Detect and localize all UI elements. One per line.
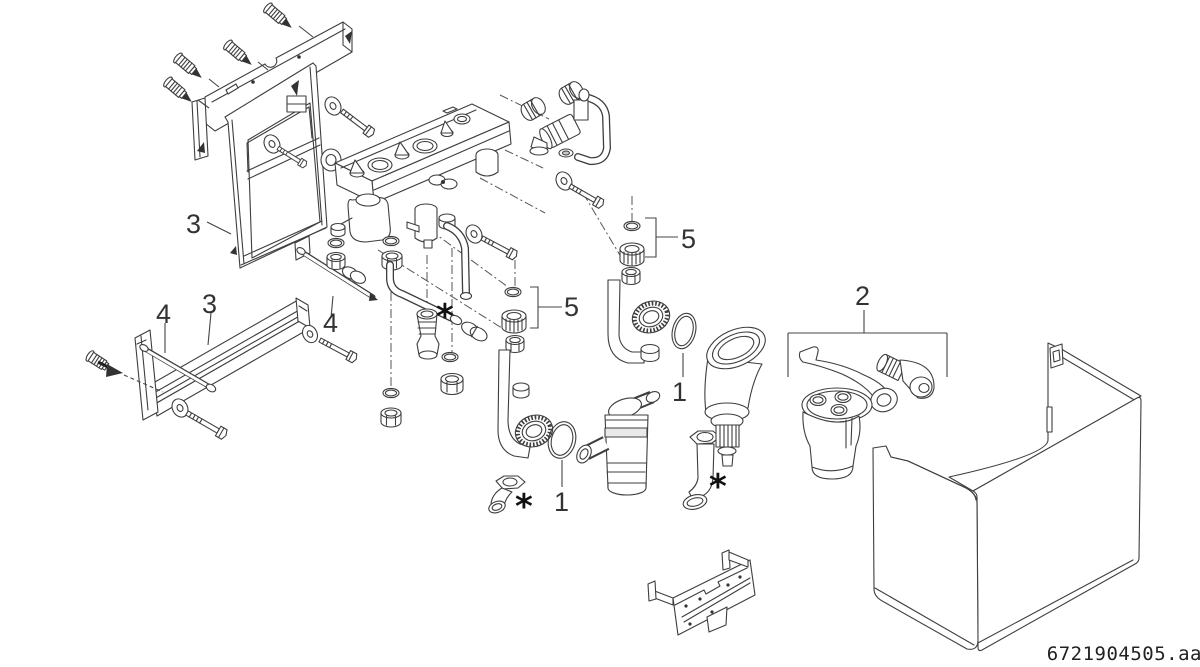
callout-2-group: 2	[855, 281, 871, 311]
union-nut-pair	[520, 97, 546, 121]
siphon-pipe-right	[607, 279, 671, 364]
callout-4-right: 4	[323, 308, 339, 338]
bolt	[568, 183, 605, 209]
cover-shell	[872, 342, 1142, 652]
service-valve-left	[330, 193, 463, 326]
cover-clip	[1049, 343, 1064, 369]
callout-5-left: 5	[564, 292, 580, 322]
callout-3-rail: 3	[202, 289, 218, 319]
service-valve-middle	[406, 203, 438, 249]
bolt	[340, 108, 376, 138]
cone-plug	[349, 120, 454, 178]
union-stack-left	[501, 286, 527, 354]
bolt	[480, 235, 518, 261]
handle-lever	[798, 346, 898, 413]
union-stack-right	[619, 220, 645, 286]
pump-elbow	[704, 326, 766, 467]
union-connector	[461, 321, 488, 342]
support-rail	[85, 246, 378, 440]
pipe-elbow-manifold	[438, 213, 473, 300]
condensate-trap	[801, 387, 873, 480]
swivel-collar	[631, 300, 671, 334]
threaded-stem	[715, 424, 740, 467]
union-connector	[341, 266, 367, 284]
wall-plate	[191, 21, 353, 161]
callout-leaders	[164, 217, 948, 487]
callout-1-left: 1	[554, 487, 570, 517]
screw	[276, 145, 308, 169]
threaded-rod	[139, 344, 217, 393]
asterisk-elbow-left: *	[515, 487, 533, 527]
accessory-group	[798, 346, 935, 480]
valve-right-end	[428, 148, 499, 190]
o-ring-right	[671, 312, 697, 350]
frame-hardware	[263, 96, 376, 169]
swivel-collar	[514, 414, 554, 448]
threaded-rod	[296, 246, 378, 301]
drain-elbow-small	[488, 475, 526, 514]
corner-fitting	[876, 353, 935, 399]
callout-4-left: 4	[156, 299, 172, 329]
gas-valve-assembly	[520, 81, 612, 166]
bolt	[318, 337, 358, 364]
bolt	[185, 410, 228, 440]
manifold	[326, 103, 605, 326]
valve-body	[539, 113, 581, 150]
pressure-relief-valve	[576, 390, 661, 496]
callout-3-frame: 3	[186, 209, 202, 239]
filter-insert	[416, 308, 440, 360]
asterisk-pipe-right: *	[709, 467, 727, 507]
mounting-strip	[647, 549, 756, 636]
callout-1-right: 1	[672, 377, 688, 407]
wall-anchor	[85, 350, 110, 371]
siphon-pipe-left	[497, 349, 554, 459]
frame-hook	[286, 80, 307, 113]
drain-pipe-elbow	[682, 430, 721, 510]
insert-arrow-icon	[97, 360, 123, 377]
asterisk-filter: *	[436, 297, 454, 337]
part-number: 6721904505.aa	[1046, 643, 1200, 665]
o-ring-left	[547, 421, 577, 459]
anchor-plugs	[163, 2, 314, 109]
callout-5-right: 5	[681, 224, 697, 254]
loose-fittings	[380, 308, 488, 428]
